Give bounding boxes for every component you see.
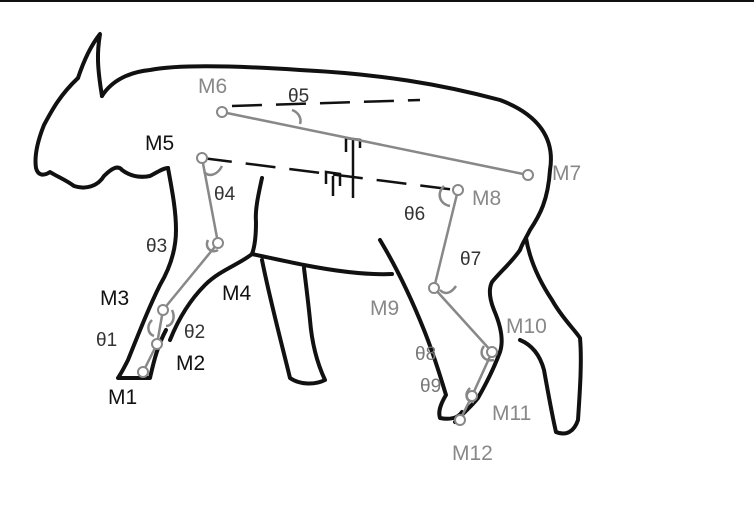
label-theta1: θ1 bbox=[96, 330, 117, 351]
label-theta5: θ5 bbox=[288, 86, 309, 107]
label-m9: M9 bbox=[370, 297, 399, 320]
marker-m7 bbox=[523, 170, 533, 180]
marker-m12 bbox=[455, 415, 465, 425]
marker-m6 bbox=[217, 107, 227, 117]
marker-m1 bbox=[138, 367, 148, 377]
marker-m3 bbox=[158, 305, 168, 315]
label-theta9: θ9 bbox=[420, 376, 441, 397]
segment-m9-m10 bbox=[434, 288, 492, 352]
marker-m8 bbox=[453, 185, 463, 195]
label-m10: M10 bbox=[506, 315, 547, 338]
dashed-line-top bbox=[232, 100, 420, 106]
label-theta4: θ4 bbox=[214, 184, 236, 205]
middle-leg-outline bbox=[262, 260, 325, 384]
label-theta8: θ8 bbox=[415, 344, 436, 365]
marker-m5 bbox=[197, 153, 207, 163]
label-theta2: θ2 bbox=[184, 322, 205, 343]
arc-theta5 bbox=[292, 110, 301, 124]
label-m7: M7 bbox=[552, 162, 581, 185]
label-m6: M6 bbox=[198, 75, 227, 98]
label-m8: M8 bbox=[472, 187, 501, 210]
label-theta7: θ7 bbox=[460, 249, 481, 270]
label-m11: M11 bbox=[492, 402, 531, 425]
arc-theta7 bbox=[440, 286, 456, 293]
arc-theta1 bbox=[148, 320, 154, 336]
marker-m2 bbox=[152, 339, 162, 349]
label-theta3: θ3 bbox=[146, 236, 167, 257]
front-leg-left-outline bbox=[118, 168, 176, 378]
dashed-line-mid bbox=[202, 158, 456, 190]
label-m1: M1 bbox=[108, 386, 137, 409]
label-m3: M3 bbox=[100, 287, 129, 310]
label-m12: M12 bbox=[452, 442, 493, 465]
arc-theta4 bbox=[204, 166, 222, 175]
marker-m10 bbox=[487, 347, 497, 357]
marker-m9 bbox=[429, 283, 439, 293]
label-m5: M5 bbox=[145, 132, 174, 155]
belly-outline bbox=[252, 254, 392, 274]
marker-m11 bbox=[467, 391, 477, 401]
marker-m4 bbox=[213, 238, 223, 248]
horn-shape bbox=[78, 34, 102, 96]
label-m2: M2 bbox=[176, 352, 205, 375]
label-m4: M4 bbox=[222, 282, 251, 305]
body-back-outline bbox=[102, 66, 551, 250]
label-theta6: θ6 bbox=[404, 204, 425, 225]
